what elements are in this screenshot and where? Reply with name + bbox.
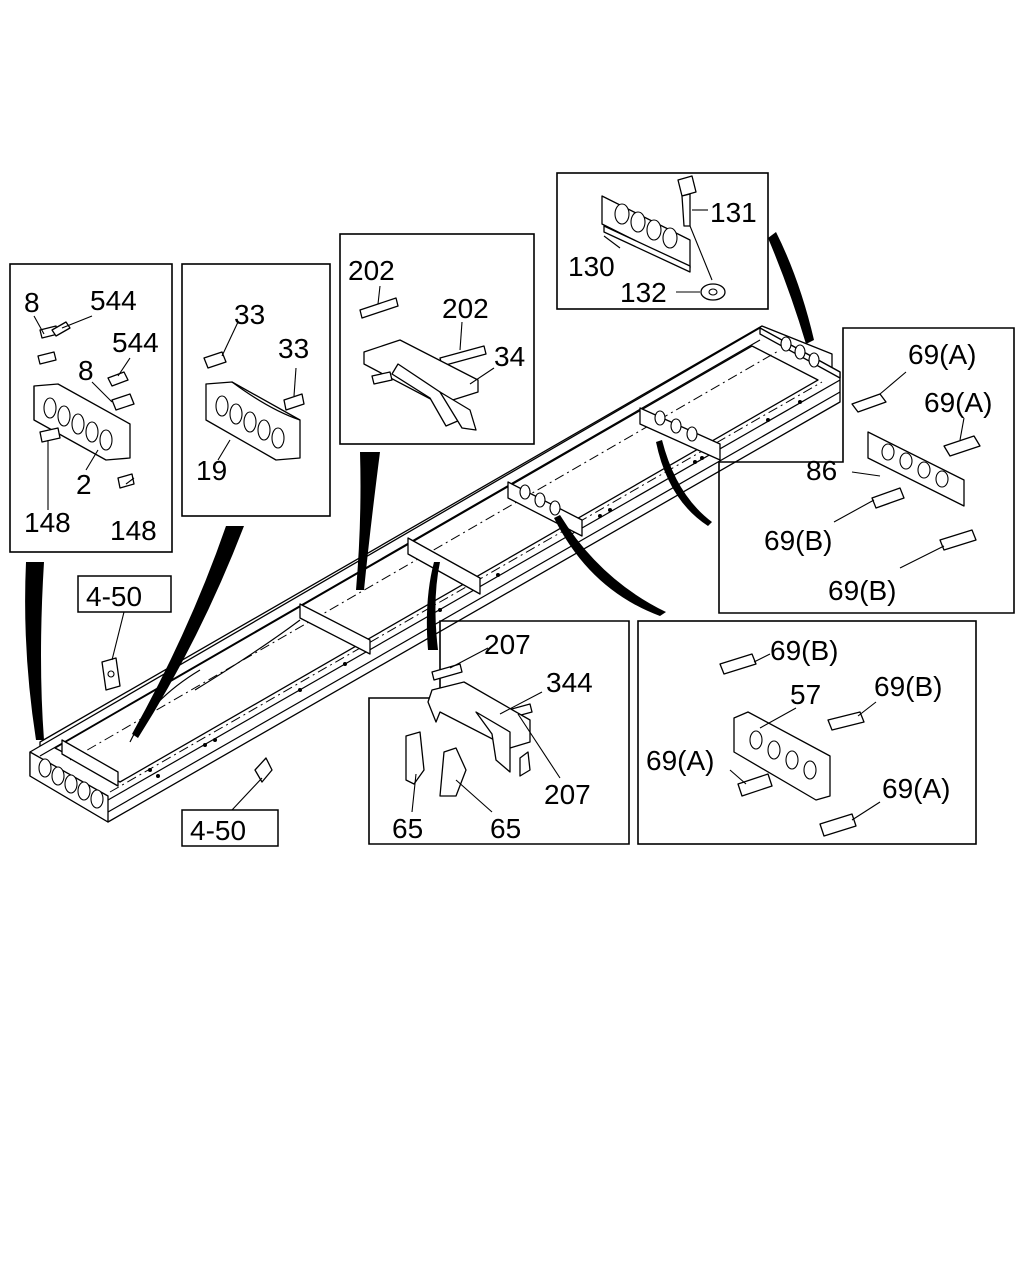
label-148-left: 148	[24, 507, 71, 538]
front-end-holes	[38, 758, 104, 809]
callout-box-crossmember-86	[718, 327, 1015, 614]
label-130: 130	[568, 251, 615, 282]
label-202-left: 202	[348, 255, 395, 286]
reference-4-50-upper[interactable]: 4-50	[77, 575, 172, 661]
label-202-right: 202	[442, 293, 489, 324]
callout-box-crossmember-34: 202 202 34	[339, 233, 535, 445]
label-69A-left: 69(A)	[646, 745, 714, 776]
label-33-lower: 33	[278, 333, 309, 364]
label-344: 344	[546, 667, 593, 698]
label-69A-right: 69(A)	[882, 773, 950, 804]
label-69B-top: 69(B)	[770, 635, 838, 666]
reference-4-50-lower[interactable]: 4-50	[181, 777, 279, 847]
label-57: 57	[790, 679, 821, 710]
callout-box-crossmember-19: 33 33 19	[181, 263, 331, 517]
label-544-lower: 544	[112, 327, 159, 358]
callout-box-crossmember-57: 69(B) 57 69(B) 69(A) 69(A)	[637, 620, 977, 845]
label-65-left: 65	[392, 813, 423, 844]
label-69B-right: 69(B)	[874, 671, 942, 702]
label-132: 132	[620, 277, 667, 308]
label-34: 34	[494, 341, 525, 372]
callout-box-crossmember-86-parts: 69(A) 69(A) 86 69(B) 69(B)	[764, 339, 992, 606]
reference-label-lower: 4-50	[190, 815, 246, 846]
label-33-upper: 33	[234, 299, 265, 330]
label-65-right: 65	[490, 813, 521, 844]
label-8-upper: 8	[24, 287, 40, 318]
label-2: 2	[76, 469, 92, 500]
label-86: 86	[806, 455, 837, 486]
callout-box-crossmember-344-parts: 207 344 207 65 65	[392, 629, 593, 844]
lower-bracket-part	[254, 757, 273, 783]
label-131: 131	[710, 197, 757, 228]
label-69A-upper-left: 69(A)	[908, 339, 976, 370]
label-69B-lower: 69(B)	[828, 575, 896, 606]
callout-swooshes	[25, 232, 814, 740]
rail-rivets	[148, 400, 802, 778]
label-207-lower: 207	[544, 779, 591, 810]
label-148-right: 148	[110, 515, 157, 546]
label-69A-upper-right: 69(A)	[924, 387, 992, 418]
label-8-lower: 8	[78, 355, 94, 386]
reference-label-upper: 4-50	[86, 581, 142, 612]
label-207-upper: 207	[484, 629, 531, 660]
callout-box-crossmember-130: 131 130 132	[556, 172, 769, 310]
label-544-upper: 544	[90, 285, 137, 316]
callout-box-crossmember-2: 8 544 544 8 2 148 148	[9, 263, 173, 553]
label-69B-middle: 69(B)	[764, 525, 832, 556]
upper-bracket-part	[101, 657, 121, 691]
label-19: 19	[196, 455, 227, 486]
